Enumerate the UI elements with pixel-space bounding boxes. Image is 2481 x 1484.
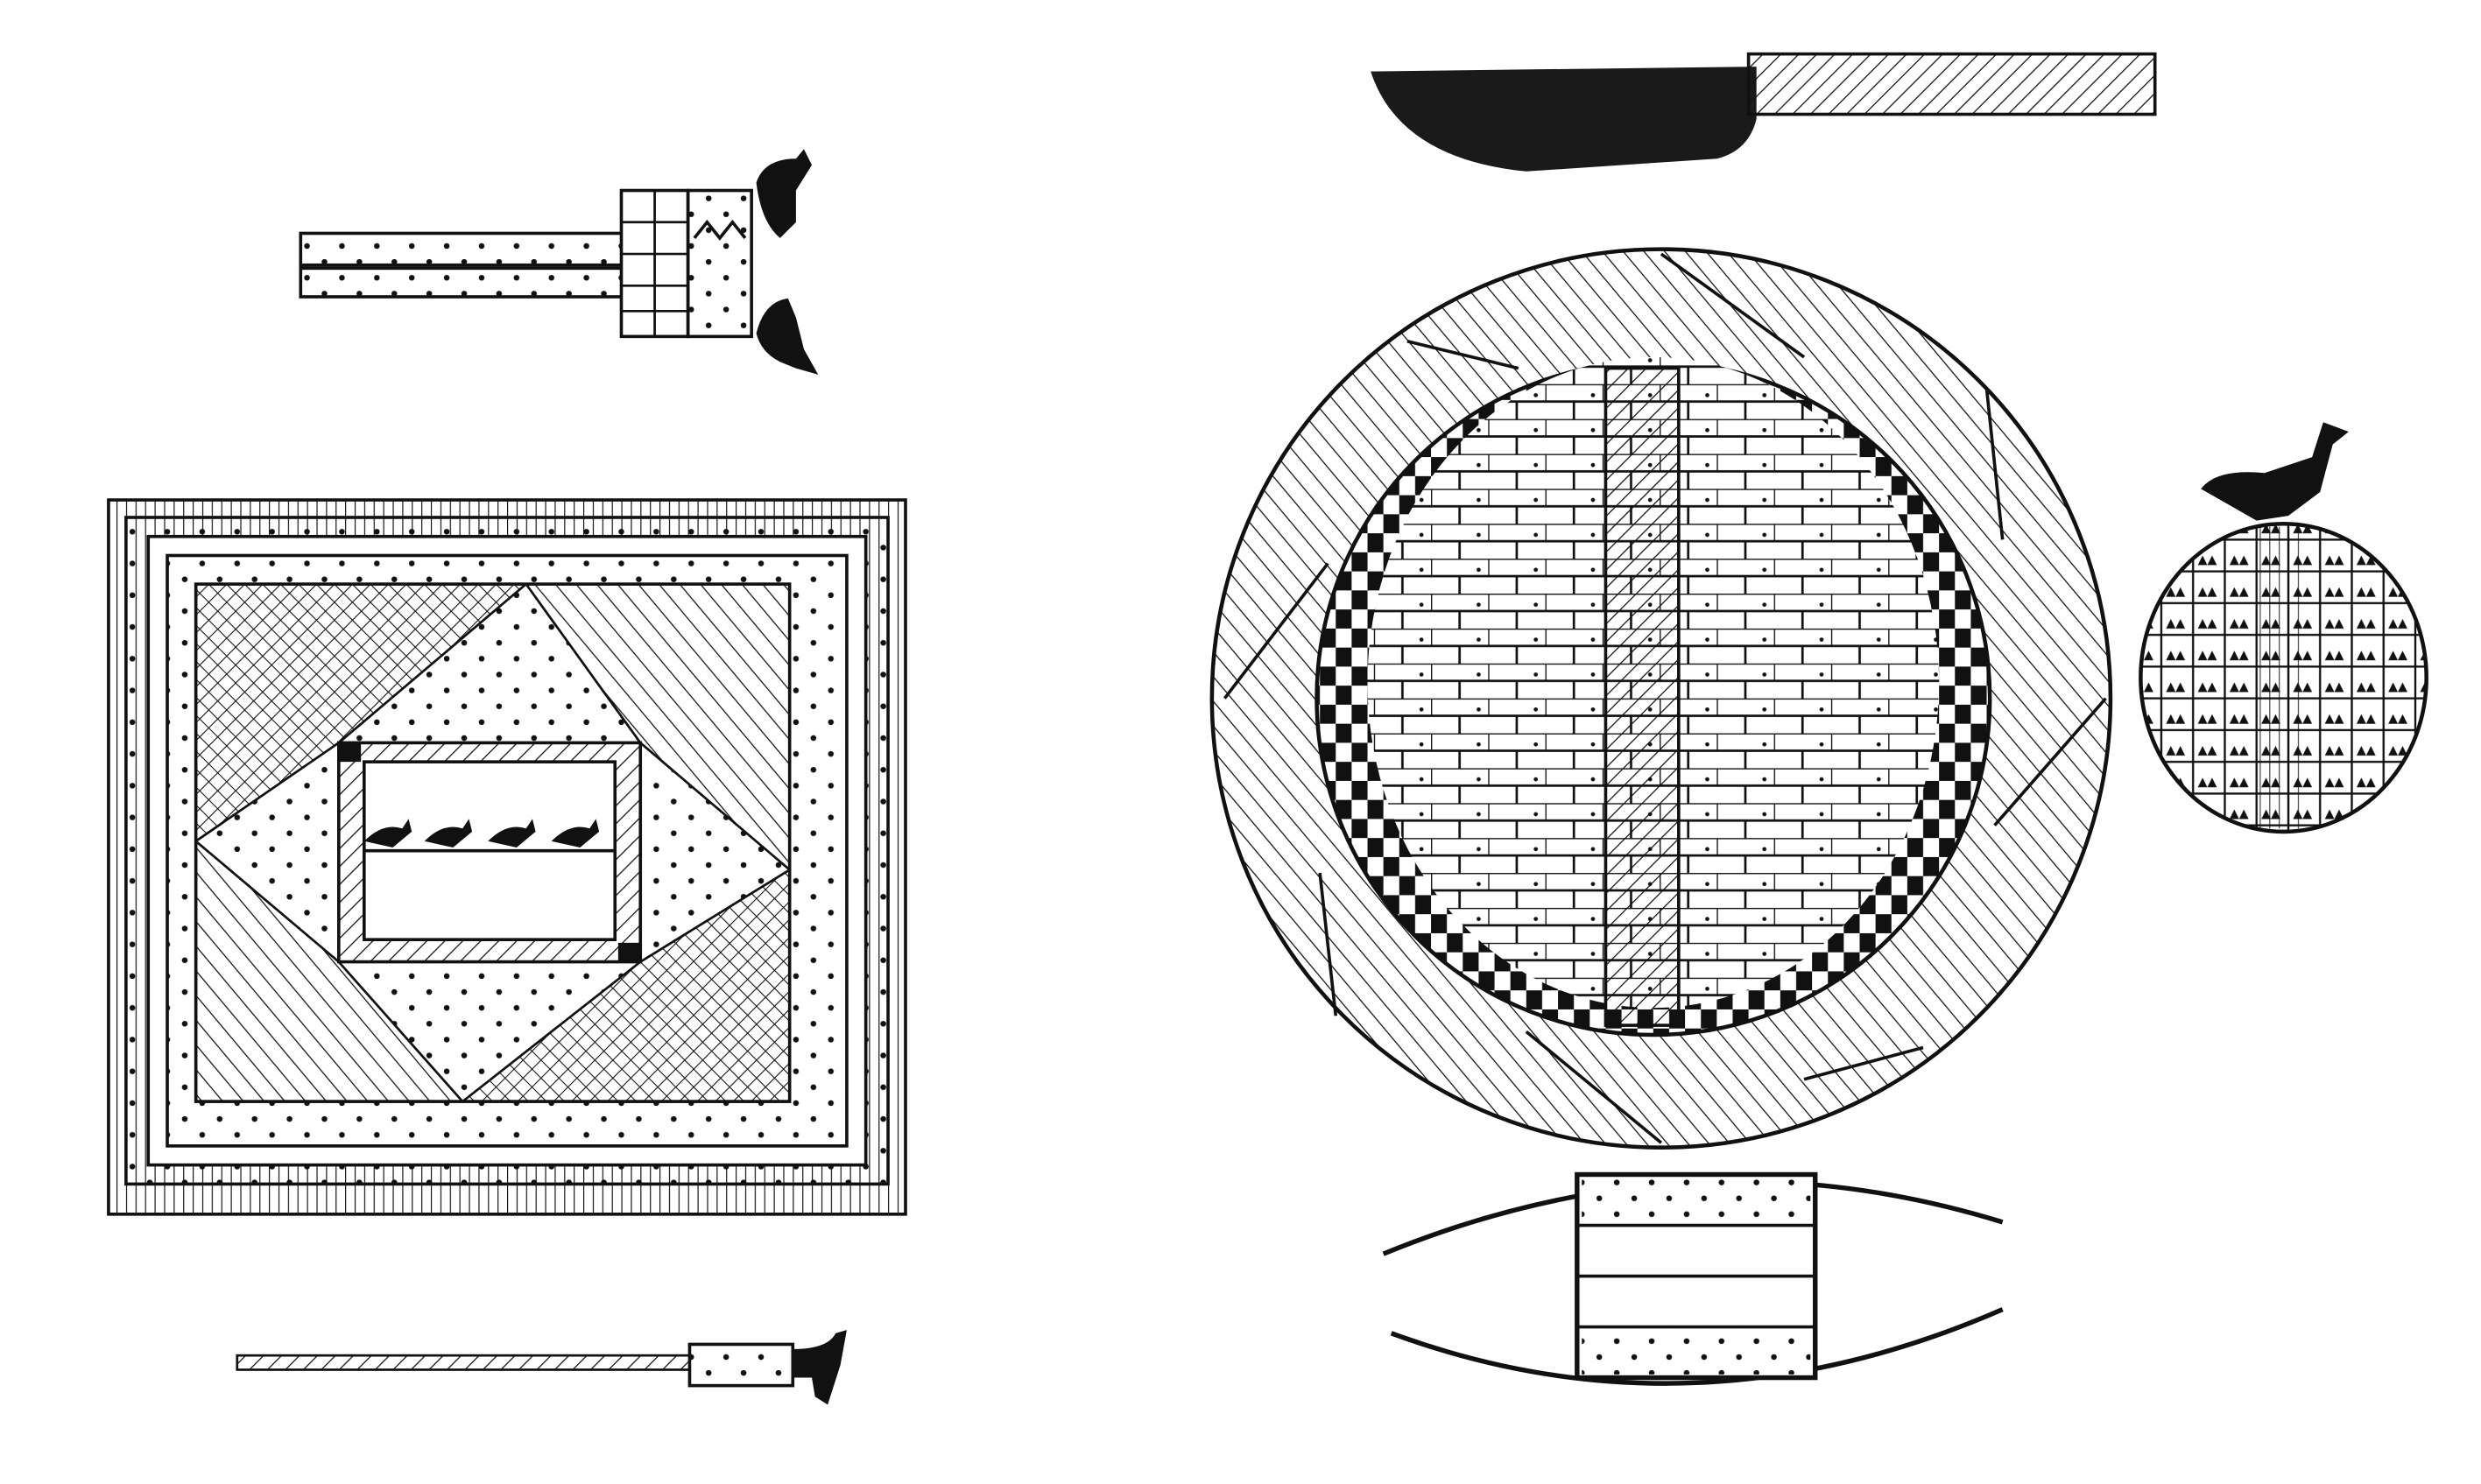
bird-figure: [2201, 422, 2349, 521]
oval-shield-with-bird: [2139, 422, 2428, 834]
square-mat: [107, 498, 907, 1216]
round-shield: [1209, 247, 2113, 1150]
pronged-implement: [299, 149, 819, 375]
bird-figures-row: [363, 819, 600, 848]
knife: [1371, 52, 2157, 172]
bird-figure-bottom: [756, 298, 819, 375]
canoe: [1382, 1171, 2004, 1386]
bird-figure-top: [756, 149, 813, 238]
spear: [236, 1330, 847, 1405]
